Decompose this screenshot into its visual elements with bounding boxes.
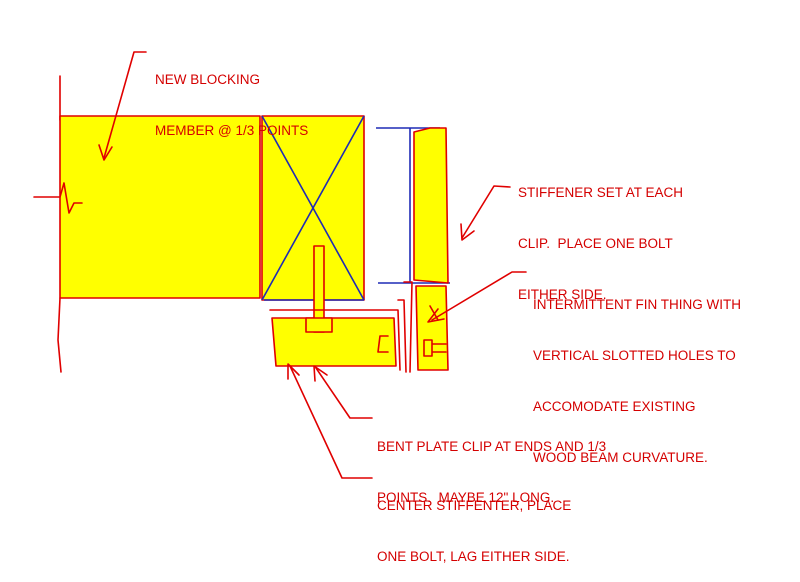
leader-lines — [98, 51, 527, 479]
stiffener-note-line-1: STIFFENER SET AT EACH — [518, 185, 684, 200]
blocking-note-line-2: MEMBER @ 1/3 POINTS — [155, 123, 309, 138]
blocking-note-line-1: NEW BLOCKING — [155, 72, 261, 87]
fin-note: INTERMITTENT FIN THING WITH VERTICAL SLO… — [533, 262, 741, 483]
center-note: CENTER STIFFENTER, PLACE ONE BOLT, LAG E… — [377, 463, 571, 582]
center-note-line-1: CENTER STIFFENTER, PLACE — [377, 498, 572, 513]
fin-slot-mark — [423, 339, 447, 357]
clip-outline — [269, 299, 407, 373]
fin-note-line-4: WOOD BEAM CURVATURE. — [533, 450, 708, 465]
clip-note: BENT PLATE CLIP AT ENDS AND 1/3 POINTS. … — [377, 404, 606, 523]
center-note-line-2: ONE BOLT, LAG EITHER SIDE. — [377, 549, 570, 564]
stiffener-note-line-3: EITHER SIDE. — [518, 287, 607, 302]
break-line — [33, 182, 83, 214]
detail-sketch — [33, 51, 527, 479]
stiffener-note-line-2: CLIP. PLACE ONE BOLT — [518, 236, 673, 251]
clip-note-line-1: BENT PLATE CLIP AT ENDS AND 1/3 — [377, 439, 607, 454]
wall-line-left — [57, 75, 62, 373]
fin-note-line-2: VERTICAL SLOTTED HOLES TO — [533, 348, 736, 363]
bent-plate-clip — [271, 317, 397, 367]
fin-note-line-1: INTERMITTENT FIN THING WITH — [533, 297, 741, 312]
fin-note-line-3: ACCOMODATE EXISTING — [533, 399, 696, 414]
stiffener — [413, 127, 449, 284]
clip-note-line-2: POINTS. MAYBE 12" LONG. — [377, 490, 555, 505]
stiffener-note: STIFFENER SET AT EACH CLIP. PLACE ONE BO… — [518, 150, 683, 320]
clip-slot-mark — [377, 335, 389, 353]
blocking-note: NEW BLOCKING MEMBER @ 1/3 POINTS — [155, 37, 308, 156]
bolt-head — [305, 317, 333, 333]
fin-outline — [403, 281, 413, 373]
new-blocking-member — [59, 115, 261, 299]
intermittent-fin — [415, 285, 449, 371]
